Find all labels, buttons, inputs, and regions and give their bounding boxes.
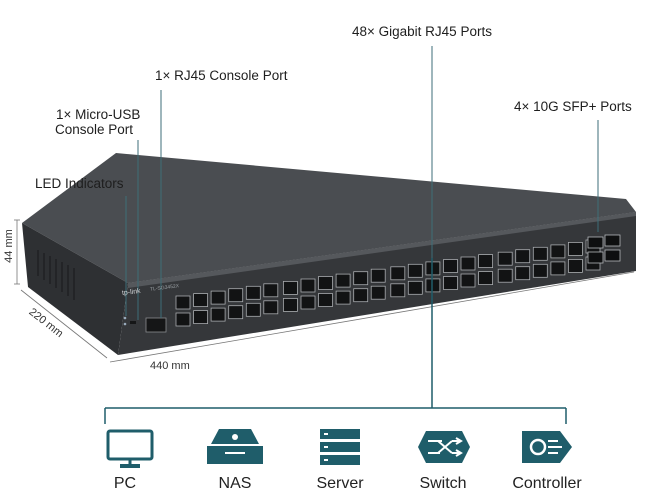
led-dot [123,322,127,326]
rj45-port [210,290,226,305]
server-icon [320,429,360,465]
sfp-port [587,236,604,249]
rj45-port [497,251,513,266]
rj45-port [263,283,279,298]
rj45-port [443,276,458,290]
callout-gigabit-ports: 48× Gigabit RJ45 Ports [352,24,492,39]
callout-led-indicators: LED Indicators [35,176,124,191]
nas-icon [207,429,263,464]
rj45-port [460,256,476,271]
callout-micro-usb-line1: 1× Micro-USB [56,107,141,122]
rj45-port [228,305,244,320]
rj45-port [353,271,369,286]
rj45-port [407,280,423,295]
rj45-port [175,312,191,327]
sfp-port [604,249,621,262]
rj45-port [370,285,386,300]
callout-micro-usb-line2: Console Port [55,122,134,137]
rj45-port [550,261,566,276]
dimension-lines [14,219,635,363]
rj45-port [228,288,244,303]
monitor-icon [106,429,154,468]
leader-lines [125,46,599,320]
rj45-port [425,278,441,293]
front-panel [118,212,636,355]
rj45-port [245,302,261,317]
device-label-pc: PC [113,475,137,492]
rj45-port [407,263,423,278]
rj45-port [515,266,531,281]
callout-sfp-ports: 4× 10G SFP+ Ports [514,99,632,114]
rj45-port [532,263,548,278]
console-rj45-port [145,317,167,333]
sfp-port [604,234,621,247]
rj45-port [300,278,316,293]
sfp-port-block [587,234,621,264]
rj45-port [478,254,494,269]
dimension-height: 44 mm [2,229,15,263]
chassis-top [22,153,636,283]
rj45-port [568,258,583,273]
rj45-port [390,266,406,281]
rj45-port [210,307,226,322]
rj45-port [515,249,531,264]
rj45-port [568,241,583,256]
rj45-port [300,295,316,310]
chassis-side [22,223,128,355]
rj45-port [193,310,209,325]
device-label-nas: NAS [218,475,252,492]
device-label-server: Server [316,475,364,492]
rj45-port [478,271,494,286]
rj45-port [282,297,298,312]
rj45-port-grid [175,239,601,327]
rj45-port [550,244,566,259]
micro-usb-port [130,321,136,324]
vent-grille [37,250,75,300]
rj45-port [532,246,548,261]
controller-icon [522,431,572,463]
rj45-port [175,295,191,310]
sfp-port [587,251,604,264]
rj45-port [318,293,333,307]
rj45-port [390,283,406,298]
rj45-port [335,290,351,305]
rj45-port [353,288,369,303]
device-label-controller: Controller [512,475,582,492]
led-dot [123,316,127,320]
dimension-width: 440 mm [150,360,190,372]
callout-console-rj45: 1× RJ45 Console Port [155,68,288,83]
rj45-port [245,285,261,300]
rj45-port [370,268,386,283]
rj45-port [263,300,279,315]
rj45-port [318,276,333,290]
distribution-bracket [104,258,567,424]
rj45-port [282,280,298,295]
device-label-switch: Switch [419,475,467,492]
rj45-port [193,293,209,308]
rj45-port [460,273,476,288]
rj45-port [443,259,458,273]
rj45-port [335,273,351,288]
rj45-port [425,261,441,276]
rj45-port [497,268,513,283]
switch-icon [418,431,470,463]
